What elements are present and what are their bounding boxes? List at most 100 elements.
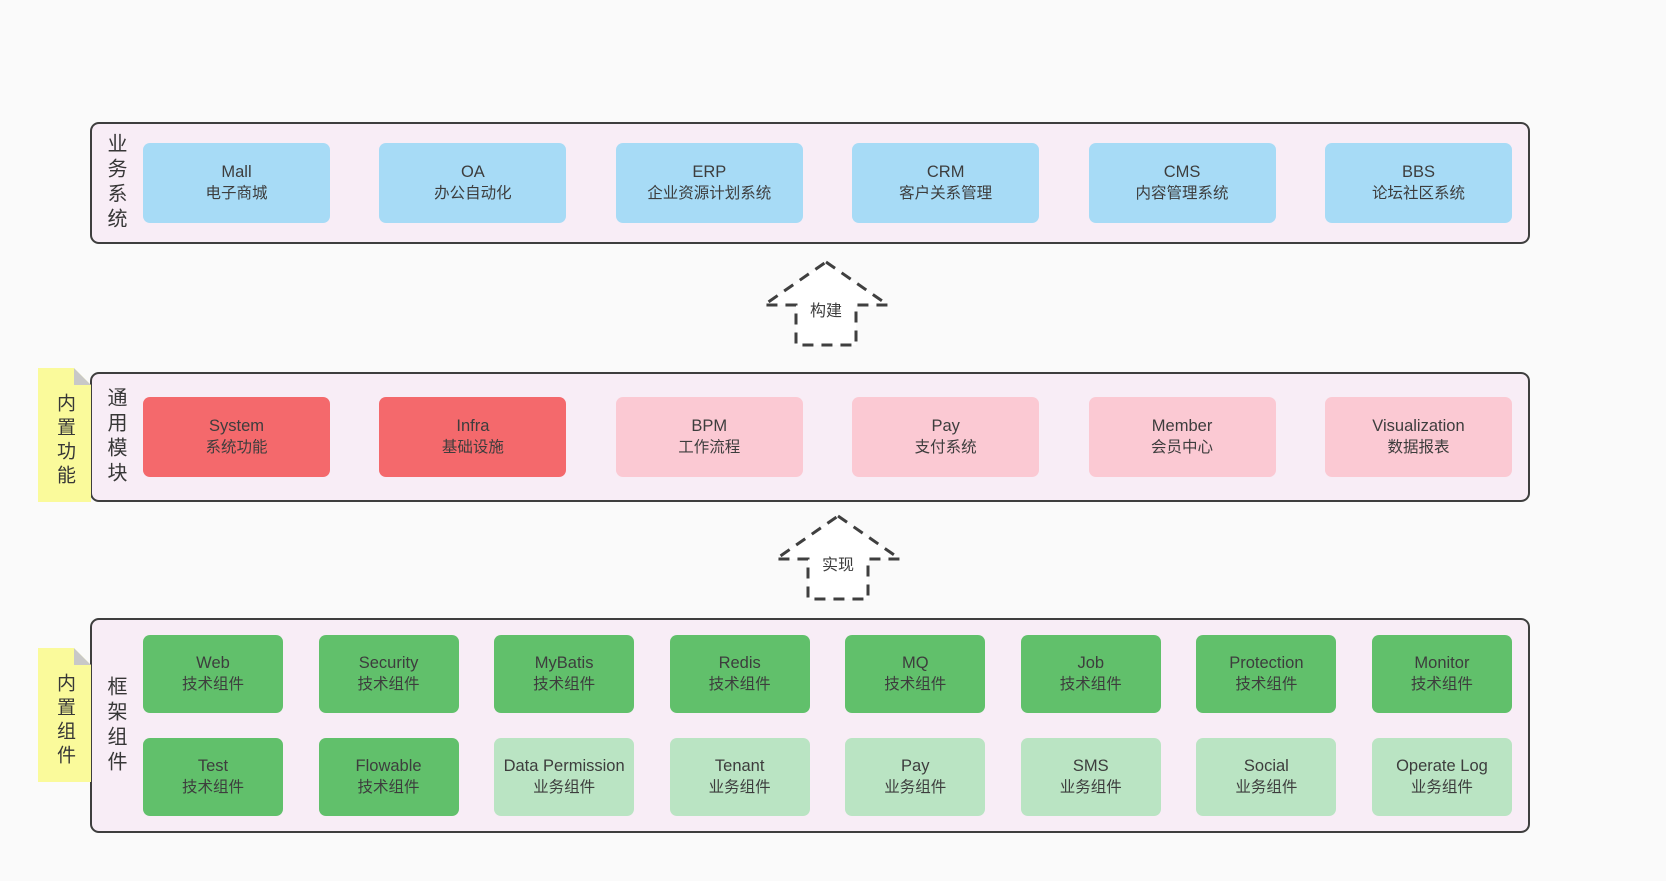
box-social: Social 业务组件: [1196, 738, 1337, 816]
box-subtitle: 内容管理系统: [1135, 184, 1229, 202]
box-subtitle: 技术组件: [1410, 675, 1473, 693]
box-oa: OA 办公自动化: [379, 143, 567, 223]
layer-framework-components: 框架组件 Web 技术组件 Security 技术组件 MyBatis 技术组件…: [90, 618, 1530, 833]
box-subtitle: 业务组件: [533, 778, 596, 796]
box-protection: Protection 技术组件: [1196, 635, 1337, 713]
box-subtitle: 数据报表: [1387, 438, 1450, 456]
layer-business-systems: 业务系统 Mall 电子商城 OA 办公自动化 ERP 企业资源计划系统 CRM…: [90, 122, 1530, 244]
box-subtitle: 技术组件: [181, 675, 244, 693]
module-boxes: System 系统功能 Infra 基础设施 BPM 工作流程 Pay 支付系统…: [125, 374, 1528, 500]
component-row-2: Test 技术组件 Flowable 技术组件 Data Permission …: [143, 738, 1512, 816]
sticky-label: 内置组件: [54, 673, 75, 769]
box-subtitle: 业务组件: [884, 778, 947, 796]
box-title: CRM: [926, 163, 965, 182]
box-subtitle: 技术组件: [1059, 675, 1122, 693]
box-title: OA: [460, 163, 485, 182]
box-subtitle: 电子商城: [205, 184, 268, 202]
box-erp: ERP 企业资源计划系统: [615, 143, 803, 223]
box-title: ERP: [692, 163, 727, 182]
box-subtitle: 基础设施: [441, 438, 504, 456]
box-subtitle: 技术组件: [533, 675, 596, 693]
box-subtitle: 技术组件: [357, 675, 420, 693]
box-operate-log: Operate Log 业务组件: [1371, 738, 1512, 816]
box-subtitle: 业务组件: [1235, 778, 1298, 796]
box-title: Monitor: [1414, 654, 1470, 673]
box-crm: CRM 客户关系管理: [852, 143, 1040, 223]
box-title: Job: [1077, 654, 1105, 673]
box-title: BPM: [691, 417, 728, 436]
box-subtitle: 技术组件: [1235, 675, 1298, 693]
box-subtitle: 工作流程: [678, 438, 741, 456]
box-test: Test 技术组件: [143, 738, 283, 816]
component-rows: Web 技术组件 Security 技术组件 MyBatis 技术组件 Redi…: [125, 620, 1528, 831]
box-data-permission: Data Permission 业务组件: [494, 738, 635, 816]
box-title: Member: [1151, 417, 1213, 436]
box-title: SMS: [1072, 757, 1109, 776]
implement-arrow: 实现: [772, 512, 904, 604]
box-subtitle: 技术组件: [708, 675, 771, 693]
component-row-1: Web 技术组件 Security 技术组件 MyBatis 技术组件 Redi…: [143, 635, 1512, 713]
box-cms: CMS 内容管理系统: [1088, 143, 1276, 223]
box-title: Security: [358, 654, 419, 673]
box-subtitle: 业务组件: [708, 778, 771, 796]
box-pay: Pay 支付系统: [852, 397, 1040, 477]
box-title: Operate Log: [1396, 757, 1488, 776]
box-title: MyBatis: [534, 654, 594, 673]
sticky-label: 内置功能: [54, 393, 75, 489]
box-title: Protection: [1229, 654, 1304, 673]
box-subtitle: 技术组件: [181, 778, 244, 796]
box-title: Infra: [456, 417, 490, 436]
box-title: Web: [196, 654, 230, 673]
box-title: Flowable: [355, 757, 422, 776]
folded-corner-icon: [74, 648, 91, 665]
folded-corner-icon: [74, 368, 91, 385]
build-arrow-label: 构建: [806, 295, 846, 322]
box-title: Mall: [221, 163, 252, 182]
box-subtitle: 客户关系管理: [899, 184, 993, 202]
box-title: Data Permission: [503, 757, 625, 776]
sticky-built-in-functions: 内置功能: [38, 368, 91, 502]
business-boxes: Mall 电子商城 OA 办公自动化 ERP 企业资源计划系统 CRM 客户关系…: [125, 124, 1528, 242]
sticky-built-in-components: 内置组件: [38, 648, 91, 782]
box-subtitle: 企业资源计划系统: [647, 184, 772, 202]
layer-label-business: 业务系统: [104, 133, 126, 233]
box-security: Security 技术组件: [318, 635, 459, 713]
box-title: CMS: [1163, 163, 1201, 182]
layer-label-components: 框架组件: [104, 675, 126, 776]
box-title: Pay: [901, 757, 930, 776]
box-title: System: [208, 417, 264, 436]
box-bbs: BBS 论坛社区系统: [1324, 143, 1512, 223]
box-web: Web 技术组件: [143, 635, 283, 713]
box-title: MQ: [901, 654, 929, 673]
implement-arrow-label: 实现: [818, 549, 858, 576]
layer-label-modules: 通用模块: [104, 387, 126, 487]
box-subtitle: 办公自动化: [434, 184, 512, 202]
box-title: BBS: [1401, 163, 1435, 182]
box-subtitle: 论坛社区系统: [1371, 184, 1465, 202]
box-subtitle: 技术组件: [357, 778, 420, 796]
box-pay-biz: Pay 业务组件: [845, 738, 986, 816]
box-flowable: Flowable 技术组件: [318, 738, 459, 816]
box-title: Pay: [931, 417, 960, 436]
box-system: System 系统功能: [143, 397, 330, 477]
box-mq: MQ 技术组件: [845, 635, 986, 713]
box-tenant: Tenant 业务组件: [669, 738, 810, 816]
box-title: Redis: [718, 654, 761, 673]
box-redis: Redis 技术组件: [669, 635, 810, 713]
box-title: Tenant: [714, 757, 765, 776]
box-subtitle: 支付系统: [914, 438, 977, 456]
box-member: Member 会员中心: [1088, 397, 1276, 477]
box-job: Job 技术组件: [1020, 635, 1161, 713]
box-monitor: Monitor 技术组件: [1371, 635, 1512, 713]
box-title: Visualization: [1372, 417, 1465, 436]
box-mybatis: MyBatis 技术组件: [494, 635, 635, 713]
box-infra: Infra 基础设施: [379, 397, 567, 477]
box-subtitle: 系统功能: [205, 438, 268, 456]
box-title: Social: [1243, 757, 1289, 776]
box-subtitle: 业务组件: [1410, 778, 1473, 796]
box-bpm: BPM 工作流程: [615, 397, 803, 477]
box-subtitle: 技术组件: [884, 675, 947, 693]
box-visualization: Visualization 数据报表: [1324, 397, 1512, 477]
box-subtitle: 会员中心: [1151, 438, 1214, 456]
box-mall: Mall 电子商城: [143, 143, 330, 223]
